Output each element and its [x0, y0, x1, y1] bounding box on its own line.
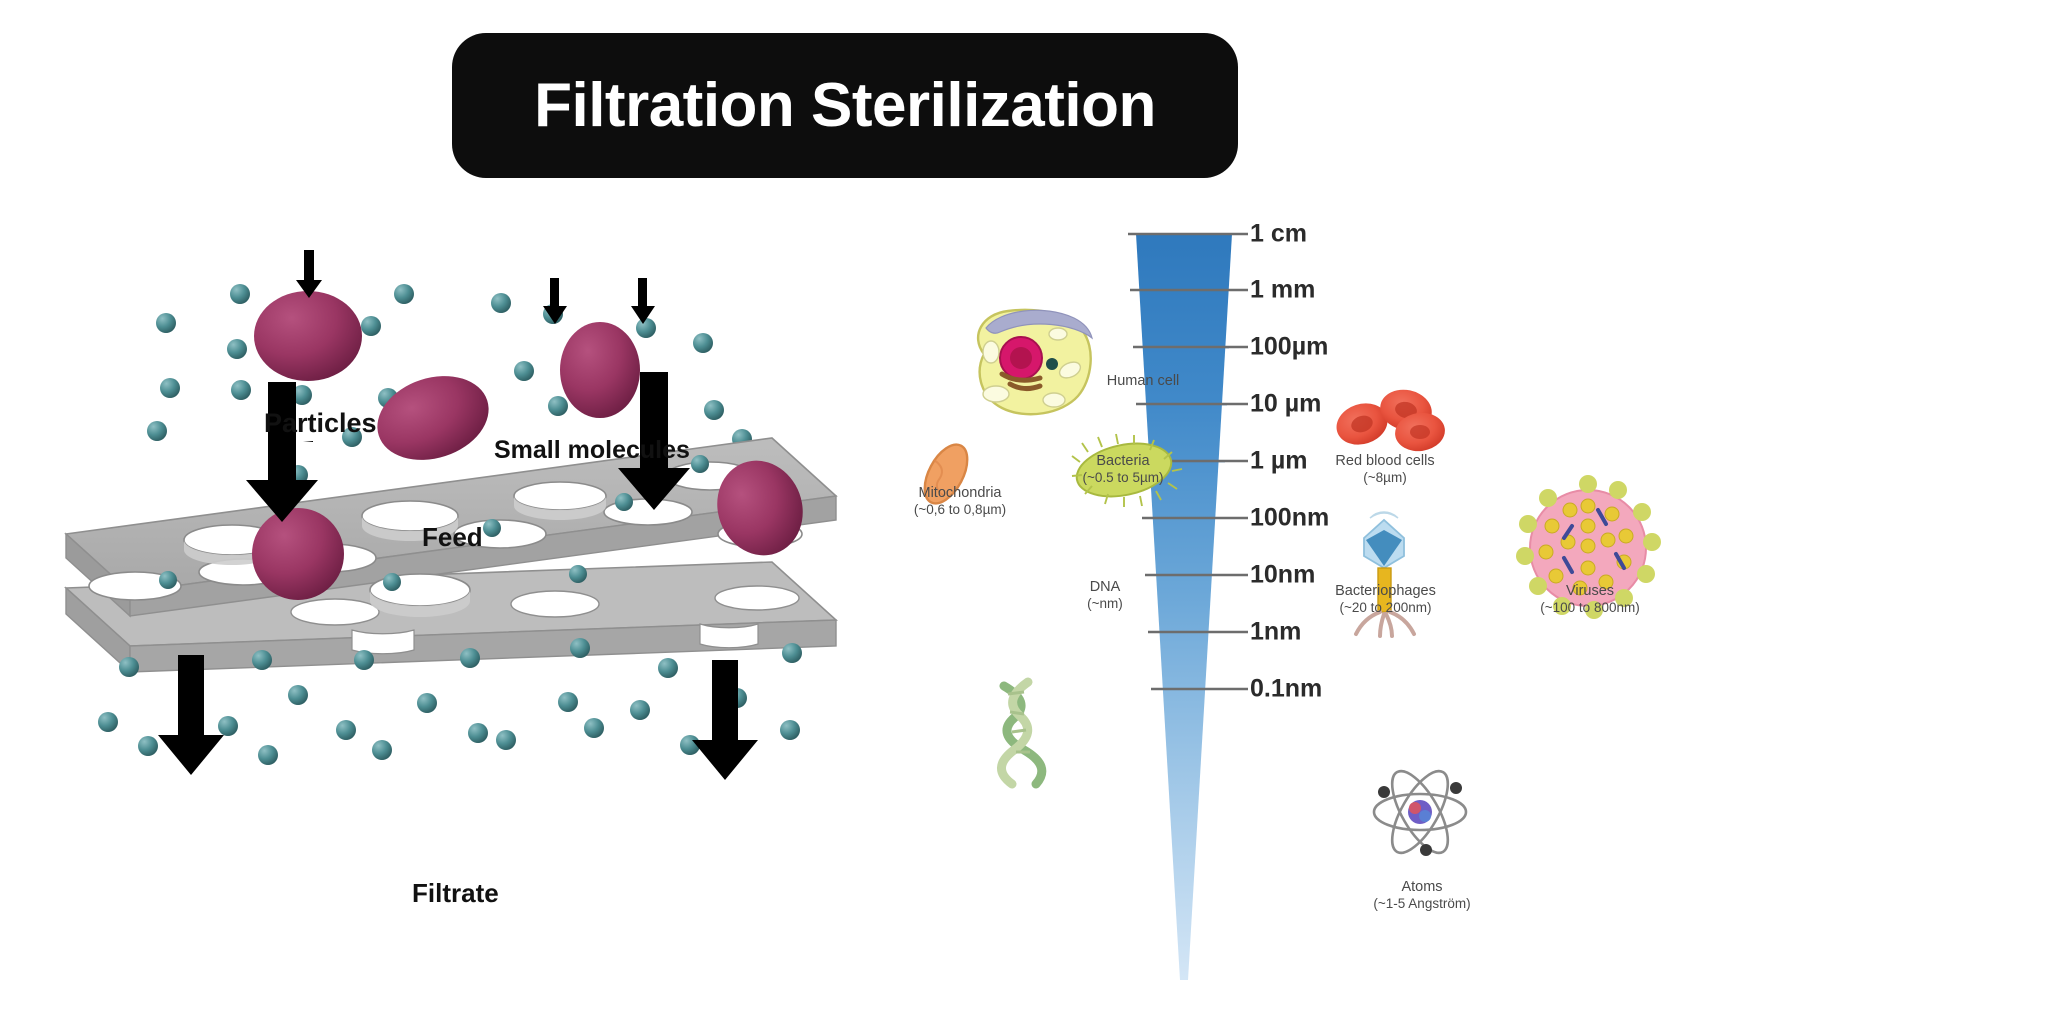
bacteria-icon [1071, 433, 1183, 507]
scale-tick-label-100nm: 100nm [1250, 503, 1330, 532]
feed-arrow-group [246, 372, 690, 522]
label-red-blood-cells: Red blood cells (~8µm) [1310, 452, 1460, 487]
label-particles: Particles [264, 408, 377, 438]
label-atoms-name: Atoms [1401, 879, 1443, 895]
label-bacteria: Bacteria (~0.5 to 5µm) [1063, 452, 1183, 487]
scale-tick-label-1-cm: 1 cm [1250, 219, 1307, 248]
label-mitochondria-size: (~0,6 to 0,8µm) [913, 502, 1007, 518]
scale-tick-label-100um: 100µm [1250, 332, 1329, 361]
scale-tick-label-01nm: 0.1nm [1250, 674, 1323, 703]
label-bacteriophages-name: Bacteriophages [1335, 583, 1436, 599]
label-bacteria-name: Bacteria [1096, 453, 1150, 469]
scale-wedge [1136, 234, 1232, 980]
label-arrow-group [296, 250, 655, 442]
dna-icon [997, 677, 1047, 789]
size-scale-diagram: 1 cm 1 mm 100µm 10 µm 1 µm 100nm 10nm 1n… [900, 190, 2048, 1024]
mitochondria-icon [923, 443, 969, 505]
label-atoms-size: (~1-5 Angström) [1373, 896, 1471, 912]
page-title: Filtration Sterilization [534, 71, 1156, 140]
bacteriophage-icon [1354, 511, 1416, 638]
label-dna-name: DNA [1089, 579, 1121, 595]
virus-icon [1516, 475, 1661, 619]
label-filtrate: Filtrate [412, 878, 499, 908]
label-dna: DNA (~nm) [1070, 578, 1140, 613]
red-blood-cells-icon [1336, 389, 1445, 452]
scale-tick-label-1nm: 1nm [1250, 617, 1302, 646]
membrane-filtration-diagram: Particles Small molecules Feed Filtrate [0, 190, 900, 1024]
label-bacteriophages-size: (~20 to 200nm) [1339, 600, 1432, 616]
scale-tick-label-1um: 1 µm [1250, 446, 1308, 475]
label-mitochondria-name: Mitochondria [918, 485, 1002, 501]
particle-group-retained [252, 291, 803, 600]
label-red-blood-cells-name: Red blood cells [1335, 453, 1435, 469]
scale-tick-label-1-mm: 1 mm [1250, 275, 1316, 304]
scale-tick-label-10um: 10 µm [1250, 389, 1322, 418]
label-human-cell: Human cell [1088, 372, 1198, 390]
human-cell-icon [977, 308, 1094, 416]
scale-tick-label-10nm: 10nm [1250, 560, 1316, 589]
filtrate-arrow-group [158, 655, 758, 780]
label-bacteria-size: (~0.5 to 5µm) [1082, 470, 1164, 486]
atom-icon [1372, 769, 1468, 856]
label-viruses: Viruses (~100 to 800nm) [1500, 582, 1680, 617]
label-viruses-size: (~100 to 800nm) [1540, 600, 1640, 616]
label-viruses-name: Viruses [1565, 583, 1615, 599]
label-human-cell-name: Human cell [1106, 373, 1180, 389]
page-title-banner: Filtration Sterilization [452, 33, 1238, 178]
label-small-molecules: Small molecules [494, 436, 690, 464]
label-atoms: Atoms (~1-5 Angström) [1332, 878, 1512, 913]
label-bacteriophages: Bacteriophages (~20 to 200nm) [1298, 582, 1473, 617]
label-red-blood-cells-size: (~8µm) [1363, 470, 1407, 486]
membrane-illustration [64, 250, 838, 780]
label-mitochondria: Mitochondria (~0,6 to 0,8µm) [900, 484, 1020, 519]
molecule-group-feed [147, 284, 752, 497]
label-feed: Feed [422, 522, 483, 552]
scale-illustration [923, 232, 1661, 980]
label-dna-size: (~nm) [1087, 596, 1123, 612]
